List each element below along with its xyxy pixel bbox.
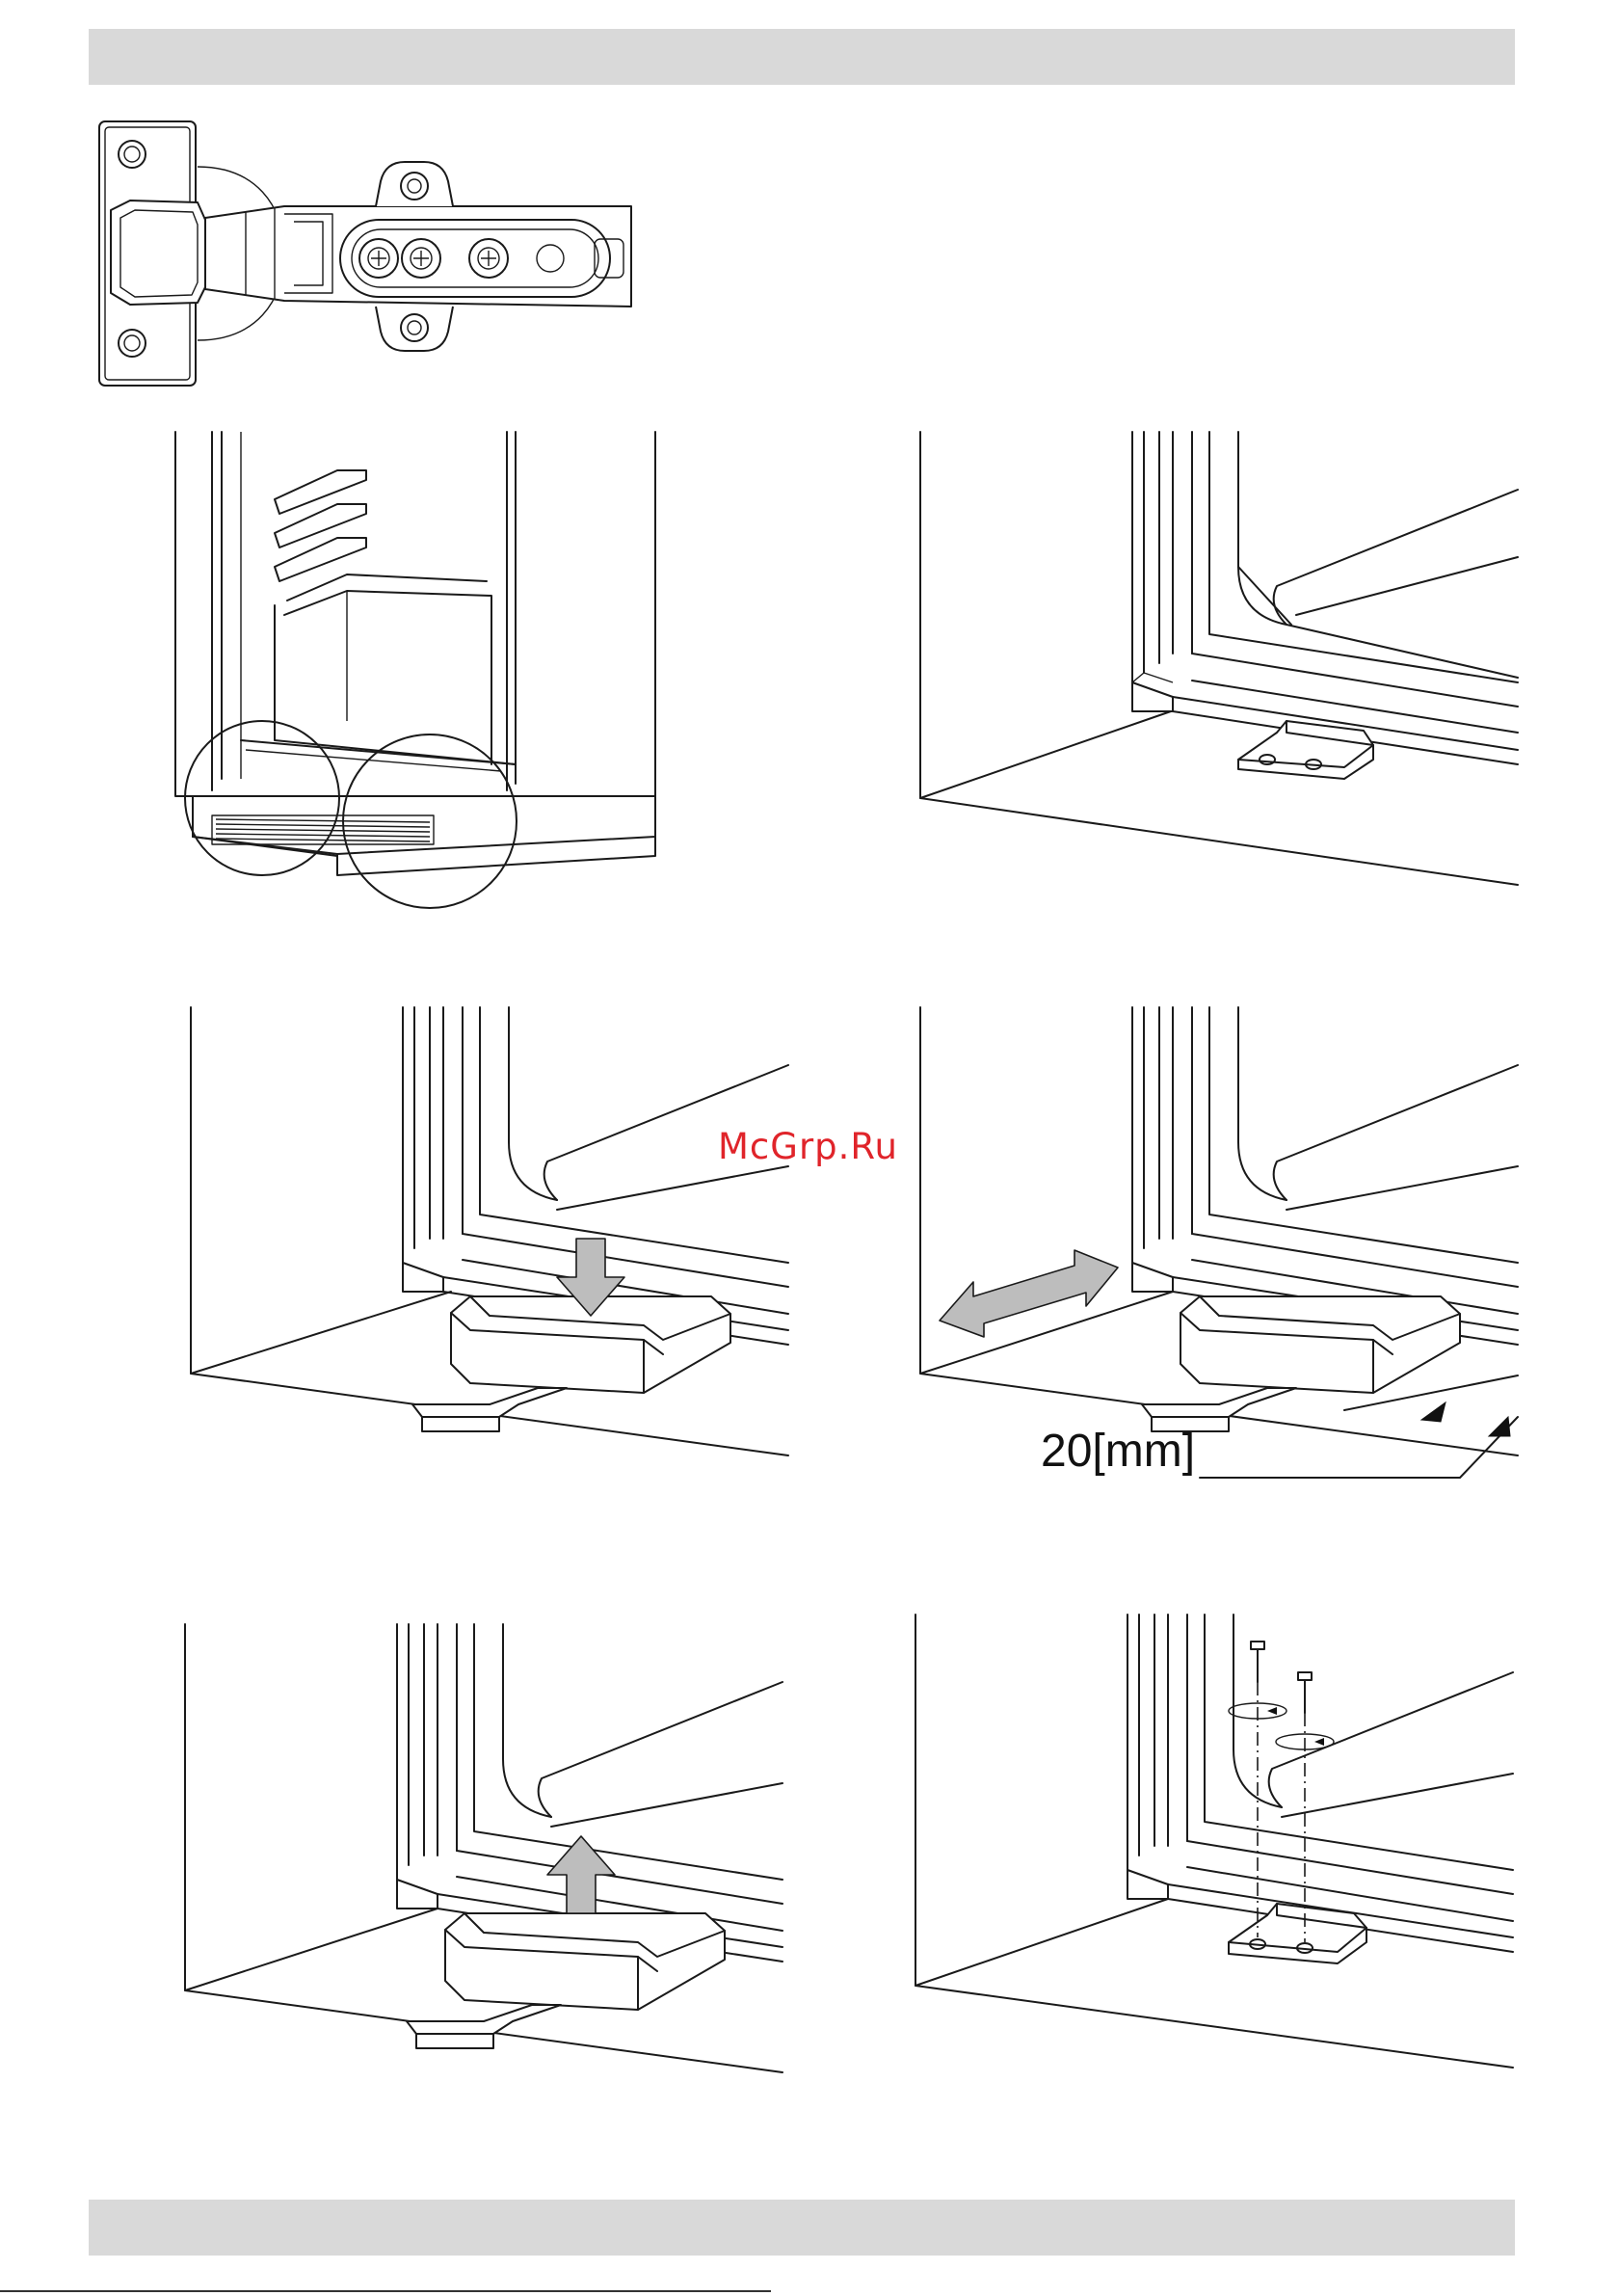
footer-rule [0, 2290, 771, 2292]
watermark: McGrp.Ru [718, 1126, 898, 1167]
screw-fixing-figure [915, 1615, 1513, 2096]
lift-up-figure [185, 1624, 782, 2087]
press-down-figure [191, 1007, 788, 1470]
slide-double-arrow [940, 1250, 1118, 1337]
detail-circle-left [185, 721, 339, 875]
bracket-detail-figure [920, 432, 1518, 894]
header-band [89, 29, 1515, 85]
footer-band [89, 2200, 1515, 2256]
cabinet-overview-figure [116, 432, 597, 933]
dimension-label: 20[mm] [1041, 1425, 1195, 1478]
slide-position-figure [920, 1007, 1518, 1508]
hinge-closeup-figure [92, 114, 631, 393]
fixing-screw-left [1229, 1642, 1286, 1937]
